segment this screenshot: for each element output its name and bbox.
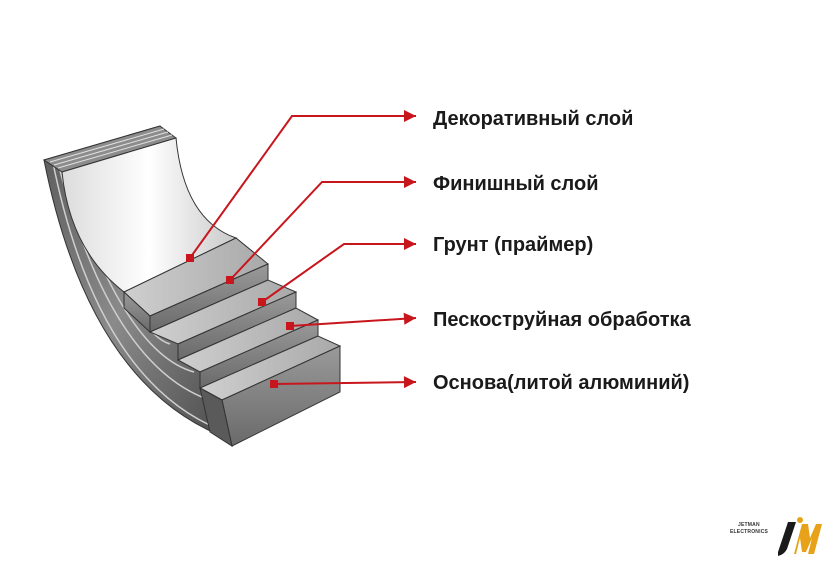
logo-line-1: JETMAN xyxy=(738,522,760,528)
label-sandblast-layer: Пескоструйная обработка xyxy=(433,309,691,331)
arrowhead-icon xyxy=(404,176,416,188)
arrow-base-layer xyxy=(270,376,417,389)
arrowhead-icon xyxy=(404,110,416,122)
arrowhead-icon xyxy=(403,312,416,325)
label-decorative-layer: Декоративный слой xyxy=(433,108,634,130)
layer-steps xyxy=(123,237,342,448)
arrow-finish-layer xyxy=(226,176,416,284)
arrow-origin-marker xyxy=(270,380,278,388)
layer-rim xyxy=(42,125,178,173)
arrow-primer-layer xyxy=(258,238,416,306)
arrow-origin-marker xyxy=(286,322,294,330)
arrowhead-icon xyxy=(403,376,416,389)
arrow-origin-marker xyxy=(186,254,194,262)
jetman-logo: JETMAN ELECTRONICS xyxy=(730,514,822,562)
jetman-logo-mark-icon xyxy=(778,517,822,556)
arrowhead-icon xyxy=(404,238,416,250)
arrow-decorative-layer xyxy=(186,110,416,262)
logo-line-2: ELECTRONICS xyxy=(730,529,769,535)
arrow-origin-marker xyxy=(258,298,266,306)
label-base-layer: Основа(литой алюминий) xyxy=(433,372,690,394)
arrows xyxy=(186,110,417,389)
label-finish-layer: Финишный слой xyxy=(433,173,599,195)
label-primer-layer: Грунт (праймер) xyxy=(433,234,594,256)
arrow-origin-marker xyxy=(226,276,234,284)
arrow-sandblast-layer xyxy=(286,312,417,330)
